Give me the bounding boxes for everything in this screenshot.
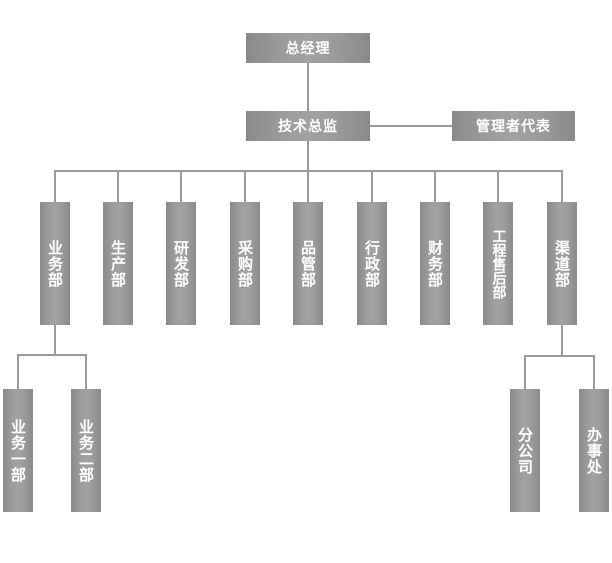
connector-ceo-to-tech [307,63,309,111]
connector-tech-to-rep [370,125,452,127]
connector-tech-to-bus [307,141,309,171]
connector-drop-dept-3 [244,170,246,202]
dept-box-engineering-service: 工程售后部 [483,202,513,325]
dept-box-finance: 财务部 [420,202,450,325]
dept-box-business: 业务部 [40,202,70,325]
connector-channel-bar [524,355,595,357]
dept-box-production: 生产部 [103,202,133,325]
connector-drop-dept-5 [371,170,373,202]
connector-drop-dept-1 [117,170,119,202]
subunit-box-liaison-office: 办事处 [579,389,609,512]
dept-box-channel: 渠道部 [547,202,577,325]
connector-drop-dept-6 [434,170,436,202]
connector-drop-dept-8 [561,170,563,202]
connector-drop-dept-7 [497,170,499,202]
connector-business-bar [17,354,87,356]
dept-box-purchasing: 采购部 [230,202,260,325]
connector-drop-dept-0 [54,170,56,202]
dept-box-admin: 行政部 [357,202,387,325]
dept-box-rnd: 研发部 [166,202,196,325]
ceo-box: 总经理 [246,33,370,63]
tech-director-box: 技术总监 [246,111,370,141]
connector-business-sub-0 [17,354,19,389]
connector-business-sub-1 [85,354,87,389]
connector-channel-down [561,325,563,356]
subunit-box-business-1: 业务一部 [3,389,33,512]
connector-business-down [54,325,56,355]
connector-drop-dept-2 [180,170,182,202]
connector-channel-sub-1 [593,355,595,389]
dept-box-quality: 品管部 [293,202,323,325]
subunit-box-business-2: 业务二部 [71,389,101,512]
subunit-box-branch-office: 分公司 [510,389,540,512]
connector-channel-sub-0 [524,355,526,389]
management-rep-box: 管理者代表 [452,111,575,141]
connector-drop-dept-4 [307,170,309,202]
